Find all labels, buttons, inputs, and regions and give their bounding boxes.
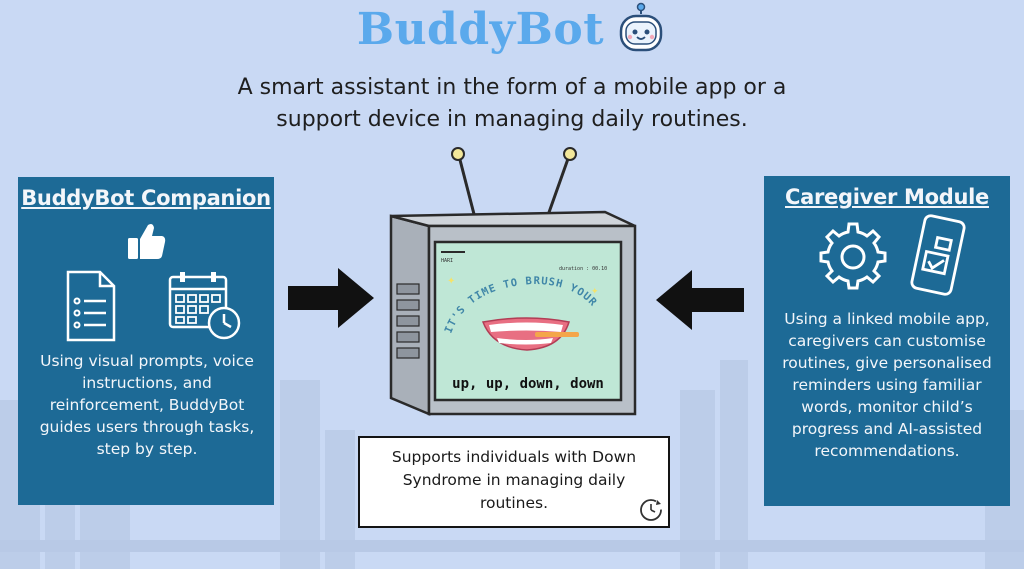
caption-text: Supports individuals with Down Syndrome … <box>391 448 637 512</box>
buddybot-companion-panel: BuddyBot Companion Using visual prompts,… <box>18 177 274 505</box>
subtitle: A smart assistant in the form of a mobil… <box>237 75 787 132</box>
instruction-text: up, up, down, down <box>452 376 604 392</box>
teeth-icon <box>481 317 579 351</box>
sparkle-icon: ✦ <box>591 287 599 297</box>
document-list-icon <box>66 270 116 342</box>
refresh-clock-icon <box>640 499 662 521</box>
panel-title: BuddyBot Companion <box>21 186 271 210</box>
duration-text: duration : 00.10 <box>559 266 607 272</box>
robot-icon <box>619 2 663 52</box>
panel-description: Using visual prompts, voice instructions… <box>39 352 255 458</box>
panel-title: Caregiver Module <box>785 185 989 209</box>
header: BuddyBot <box>0 2 1024 56</box>
thumbs-up-icon <box>128 224 166 259</box>
app-title: BuddyBot <box>356 3 605 55</box>
mobile-app-icon <box>910 214 966 296</box>
buddybot-device: HARI duration : 00.10 IT'S TIME TO BRUSH… <box>385 146 637 416</box>
gear-icon <box>819 222 887 290</box>
right-arrow-icon <box>288 268 374 328</box>
sparkle-icon: ✦ <box>447 276 455 287</box>
caregiver-module-panel: Caregiver Module Using a linked mobile a… <box>764 176 1010 506</box>
panel-description: Using a linked mobile app, caregivers ca… <box>782 310 992 460</box>
calendar-clock-icon <box>168 272 241 340</box>
caption-box: Supports individuals with Down Syndrome … <box>358 436 670 528</box>
left-arrow-icon <box>656 270 744 330</box>
screen-label: HARI <box>441 258 453 264</box>
